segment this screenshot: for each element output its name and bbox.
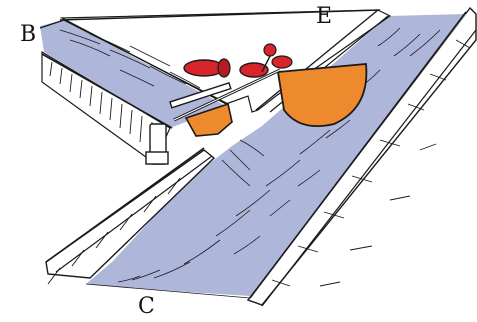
label-outlet-channel-c: C [138, 296, 155, 318]
gate-post-foot [146, 152, 168, 164]
label-main-channel-e: E [316, 6, 332, 28]
label-side-channel-b: B [20, 24, 36, 46]
gate-handle-icon [184, 59, 230, 77]
